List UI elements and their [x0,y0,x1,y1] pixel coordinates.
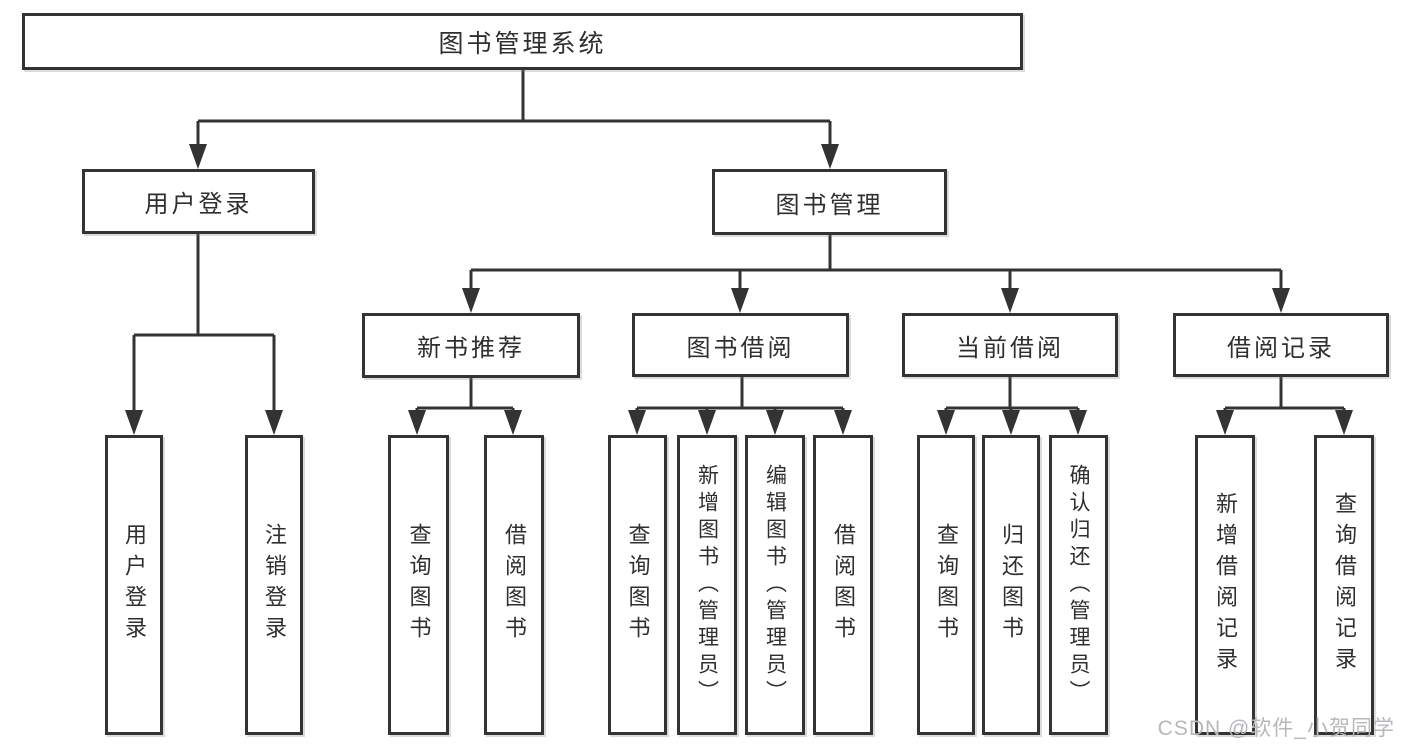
leaf-user-login: 用户登录 [105,435,163,735]
leaf-query-books-borrow: 查询图书 [608,435,667,735]
leaf-edit-book-admin: 编辑图书（管理员） [745,435,805,735]
leaf-add-book-admin: 新增图书（管理员） [677,435,737,735]
leaf-add-borrow-record: 新增借阅记录 [1195,435,1255,735]
leaf-return-book: 归还图书 [982,435,1040,735]
leaf-query-books-current: 查询图书 [917,435,975,735]
csdn-watermark: CSDN @软件_小贺同学 [1157,717,1395,740]
node-current-borrow: 当前借阅 [902,313,1118,377]
node-root-system: 图书管理系统 [22,13,1023,70]
node-borrow-records: 借阅记录 [1173,313,1389,377]
node-new-book-recommend: 新书推荐 [362,313,580,378]
leaf-confirm-return-admin: 确认归还（管理员） [1049,435,1108,735]
leaf-query-borrow-record: 查询借阅记录 [1314,435,1374,735]
leaf-logout: 注销登录 [245,435,303,735]
node-user-login: 用户登录 [82,169,315,234]
leaf-query-books-recommend: 查询图书 [388,435,449,735]
leaf-borrow-books-recommend: 借阅图书 [484,435,544,735]
leaf-borrow-books: 借阅图书 [813,435,873,735]
node-book-borrow: 图书借阅 [632,313,849,377]
node-book-management: 图书管理 [712,169,947,235]
